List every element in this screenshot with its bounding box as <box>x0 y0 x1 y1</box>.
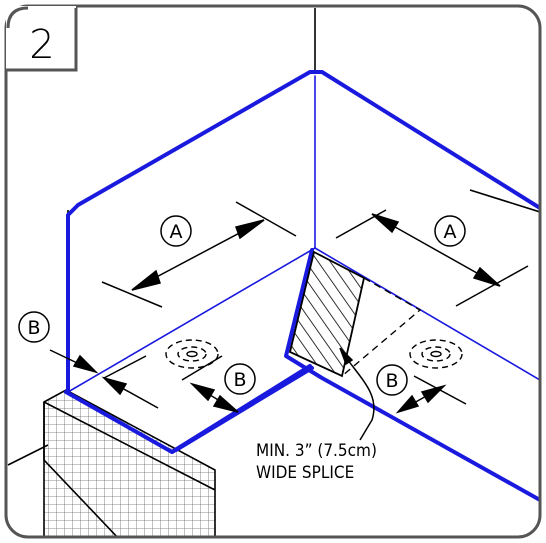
svg-text:B: B <box>385 370 398 392</box>
dimension-b-left-drain <box>181 355 239 413</box>
callout-line-1: MIN. 3” (7.5cm) <box>256 441 377 461</box>
label-a-left: A <box>160 215 192 247</box>
step-number: 2 <box>29 22 54 68</box>
splice-area <box>288 250 422 378</box>
drain-right <box>409 339 463 369</box>
label-b-right-drain: B <box>376 364 408 396</box>
dimension-b-right-drain <box>395 375 467 414</box>
callout-line-2: WIDE SPLICE <box>256 463 354 483</box>
dimension-b-outer <box>49 349 159 409</box>
svg-text:B: B <box>233 369 246 391</box>
label-a-right: A <box>434 215 466 247</box>
svg-text:B: B <box>27 317 40 339</box>
dimension-a-right <box>335 209 529 307</box>
svg-text:A: A <box>170 221 183 243</box>
frame <box>4 4 542 539</box>
callout-leader <box>339 347 375 441</box>
step-badge: 2 <box>6 6 78 72</box>
drain-left <box>165 339 219 369</box>
label-b-outer: B <box>18 311 50 343</box>
svg-text:A: A <box>444 221 457 243</box>
dimension-a-left <box>101 201 297 308</box>
label-b-left-drain: B <box>224 363 256 395</box>
membrane-right-edge <box>170 372 302 454</box>
curb <box>43 389 216 537</box>
